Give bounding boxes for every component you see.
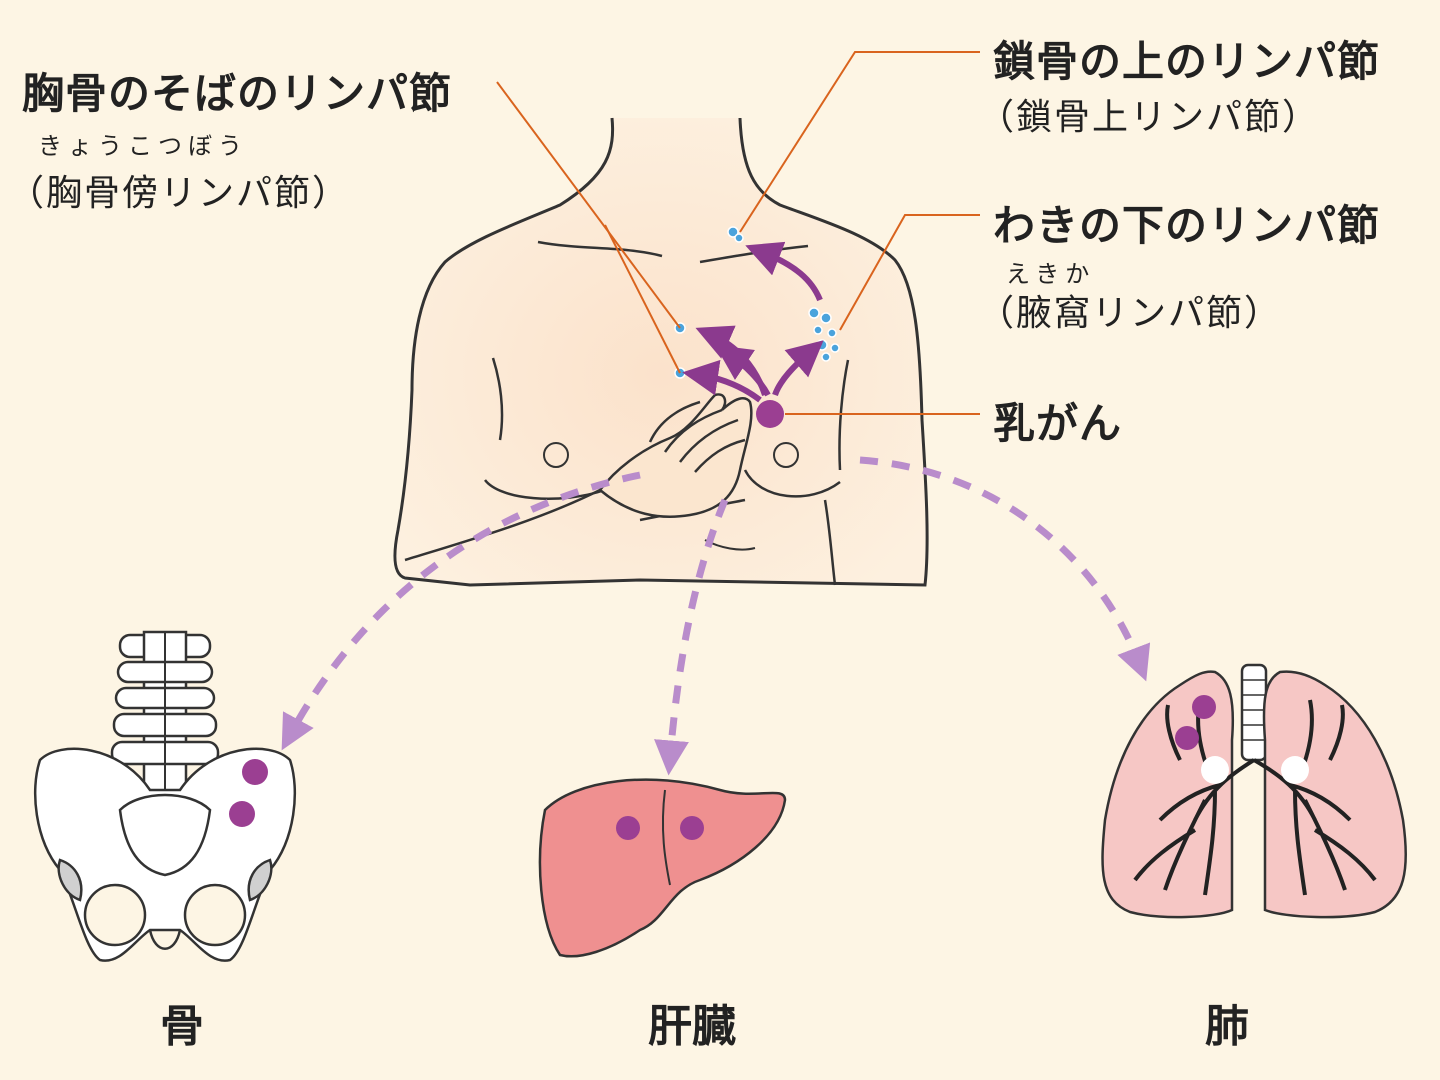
parasternal-node-label: 胸骨のそばのリンパ節 bbox=[22, 69, 453, 118]
pelvis-illustration bbox=[34, 630, 296, 962]
liver-metastasis-dot bbox=[680, 816, 704, 840]
bone-metastasis-dot bbox=[229, 801, 255, 827]
axillary-node-term: （腋窩リンパ節） bbox=[978, 293, 1283, 334]
lymph-spread-arrows bbox=[682, 241, 824, 403]
lung-metastasis-dot bbox=[1175, 726, 1199, 750]
parasternal-node-term: （胸骨傍リンパ節） bbox=[8, 173, 351, 214]
torso-outline bbox=[393, 117, 929, 587]
lung-label: 肺 bbox=[1205, 1001, 1249, 1052]
parasternal-node-reading: きょうこつぼう bbox=[38, 132, 248, 160]
right-breast bbox=[743, 469, 841, 498]
supraclavicular-node-label: 鎖骨の上のリンパ節 bbox=[993, 37, 1381, 86]
left-collarbone bbox=[537, 240, 663, 258]
tumor-dot bbox=[756, 400, 784, 428]
hand bbox=[598, 393, 753, 518]
axillary-node-label: わきの下のリンパ節 bbox=[993, 201, 1381, 250]
lungs-illustration bbox=[1101, 663, 1408, 919]
lung-metastasis-dot bbox=[1192, 695, 1216, 719]
liver-label: 肝臓 bbox=[648, 1001, 736, 1052]
breast-cancer-label: 乳がん bbox=[993, 399, 1123, 448]
leader-lines bbox=[496, 51, 980, 415]
arrow-to-lung bbox=[859, 456, 1151, 682]
liver-illustration bbox=[538, 778, 787, 958]
bone-label: 骨 bbox=[160, 1001, 204, 1052]
supraclavicular-node-term: （鎖骨上リンパ節） bbox=[978, 97, 1321, 138]
arrow-to-liver bbox=[654, 498, 729, 776]
arrow-to-bone bbox=[281, 471, 641, 751]
liver-metastasis-dot bbox=[616, 816, 640, 840]
torso bbox=[393, 117, 929, 587]
metastasis-arrows bbox=[281, 456, 1151, 776]
bone-metastasis-dot bbox=[242, 759, 268, 785]
axillary-node-reading: えきか bbox=[1006, 260, 1096, 288]
